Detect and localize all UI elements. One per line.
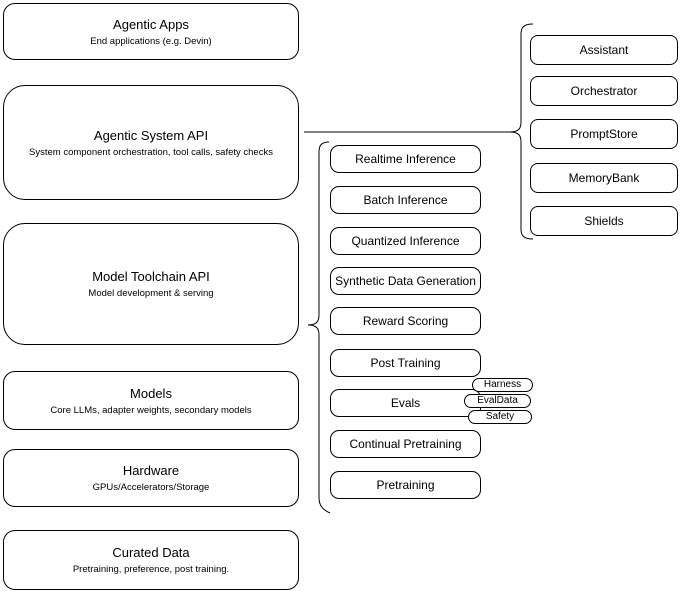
toolchain-item-continual-pretraining: Continual Pretraining: [330, 430, 481, 458]
toolchain-item-post-training: Post Training: [330, 349, 481, 377]
toolchain-item-realtime-inference: Realtime Inference: [330, 145, 481, 173]
toolchain-brace: [307, 141, 331, 514]
toolchain-item-synthetic-data-generation: Synthetic Data Generation: [330, 267, 481, 295]
layer-subtitle: Model development & serving: [88, 288, 214, 299]
evals-tag-harness: Harness: [472, 378, 533, 392]
layer-curated-data: Curated Data Pretraining, preference, po…: [3, 530, 299, 590]
toolchain-item-label: Batch Inference: [363, 192, 448, 207]
layer-title: Model Toolchain API: [92, 269, 210, 284]
toolchain-item-label: Realtime Inference: [355, 151, 456, 166]
evals-tag-label: Harness: [483, 379, 522, 390]
toolchain-item-pretraining: Pretraining: [330, 471, 481, 499]
toolchain-item-label: Synthetic Data Generation: [335, 273, 476, 288]
layer-subtitle: Core LLMs, adapter weights, secondary mo…: [50, 404, 252, 416]
system-component-label: Assistant: [579, 42, 629, 57]
system-component-label: MemoryBank: [568, 170, 640, 185]
toolchain-item-quantized-inference: Quantized Inference: [330, 227, 481, 255]
toolchain-item-evals: Evals: [330, 389, 481, 417]
system-component-orchestrator: Orchestrator: [530, 76, 678, 106]
evals-tag-label: Safety: [485, 411, 515, 422]
system-component-label: PromptStore: [570, 126, 638, 141]
layer-subtitle: Pretraining, preference, post training.: [72, 564, 230, 575]
toolchain-item-label: Evals: [390, 395, 421, 410]
system-component-assistant: Assistant: [530, 35, 678, 65]
evals-tag-label: EvalData: [477, 395, 518, 406]
layer-subtitle: System component orchestration, tool cal…: [29, 146, 273, 158]
toolchain-item-label: Continual Pretraining: [349, 436, 462, 451]
toolchain-item-label: Quantized Inference: [351, 233, 460, 248]
layer-title: Agentic System API: [93, 127, 209, 143]
layer-models: Models Core LLMs, adapter weights, secon…: [3, 371, 299, 430]
toolchain-item-label: Pretraining: [376, 477, 435, 492]
layer-agentic-system-api: Agentic System API System component orch…: [3, 85, 299, 200]
system-component-memorybank: MemoryBank: [530, 163, 678, 193]
system-component-promptstore: PromptStore: [530, 119, 678, 149]
layer-subtitle: GPUs/Accelerators/Storage: [92, 482, 210, 493]
layer-hardware: Hardware GPUs/Accelerators/Storage: [3, 449, 299, 507]
toolchain-item-batch-inference: Batch Inference: [330, 186, 481, 214]
layer-title: Models: [130, 385, 172, 401]
evals-tag-evaldata: EvalData: [464, 394, 531, 408]
layer-title: Curated Data: [112, 545, 190, 560]
layer-agentic-apps: Agentic Apps End applications (e.g. Devi…: [3, 3, 299, 60]
evals-tag-safety: Safety: [468, 410, 532, 424]
system-component-label: Orchestrator: [570, 83, 638, 98]
layer-model-toolchain-api: Model Toolchain API Model development & …: [3, 223, 299, 345]
system-component-label: Shields: [584, 213, 624, 228]
system-component-shields: Shields: [530, 206, 678, 236]
layer-title: Agentic Apps: [113, 16, 189, 32]
layer-subtitle: End applications (e.g. Devin): [90, 35, 212, 47]
layer-title: Hardware: [122, 463, 180, 478]
toolchain-item-reward-scoring: Reward Scoring: [330, 307, 481, 335]
toolchain-item-label: Reward Scoring: [362, 313, 449, 328]
toolchain-item-label: Post Training: [370, 355, 441, 370]
